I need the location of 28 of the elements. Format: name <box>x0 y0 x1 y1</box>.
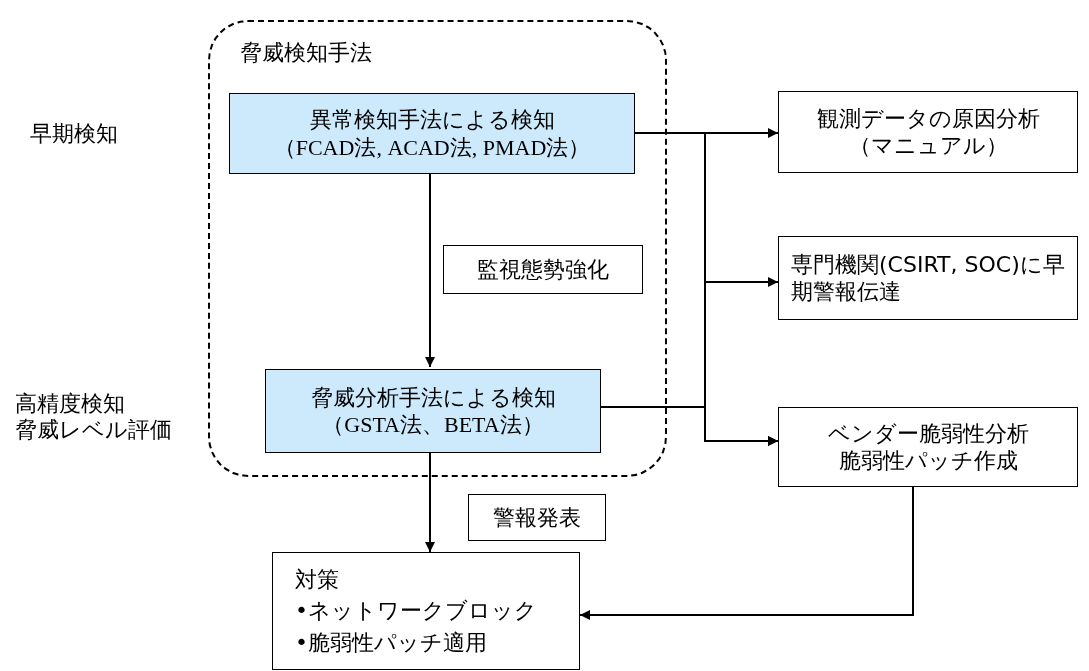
group-title: 脅威検知手法 <box>240 39 372 67</box>
box-text: •ネットワークブロック <box>294 597 538 625</box>
process-box <box>778 91 1078 173</box>
box-text: （FCAD法, ACAD法, PMAD法） <box>273 133 591 161</box>
box-text: 警報発表 <box>492 503 582 532</box>
process-box <box>778 407 1078 487</box>
box-text: 脆弱性パッチ作成 <box>837 447 1019 475</box>
box-text: （GSTA法、BETA法） <box>322 411 544 439</box>
stage-label: 脅威レベル評価 <box>15 416 172 444</box>
process-box <box>778 236 1078 320</box>
box-text: ベンダー脆弱性分析 <box>826 419 1030 447</box>
box-text: 監視態勢強化 <box>476 255 610 284</box>
box-text: 観測データの原因分析 <box>815 104 1041 132</box>
stage-label: 早期検知 <box>30 120 118 148</box>
arrow <box>579 486 914 620</box>
process-box <box>443 245 643 294</box>
box-text: 対策 <box>294 565 340 594</box>
box-text: 異常検知手法による検知 <box>309 106 555 134</box>
method-box <box>265 369 601 453</box>
process-box <box>468 494 606 541</box>
box-text: （マニュアル） <box>847 132 1009 160</box>
box-text: •脆弱性パッチ適用 <box>294 628 488 657</box>
dashed-group-frame <box>208 20 667 477</box>
box-text: 脅威分析手法による検知 <box>310 383 556 411</box>
method-box <box>229 93 635 174</box>
box-text: 専門機関(CSIRT, SOC)に早期警報伝達 <box>790 250 1066 306</box>
process-box <box>272 552 580 670</box>
stage-label: 高精度検知 <box>15 390 125 418</box>
